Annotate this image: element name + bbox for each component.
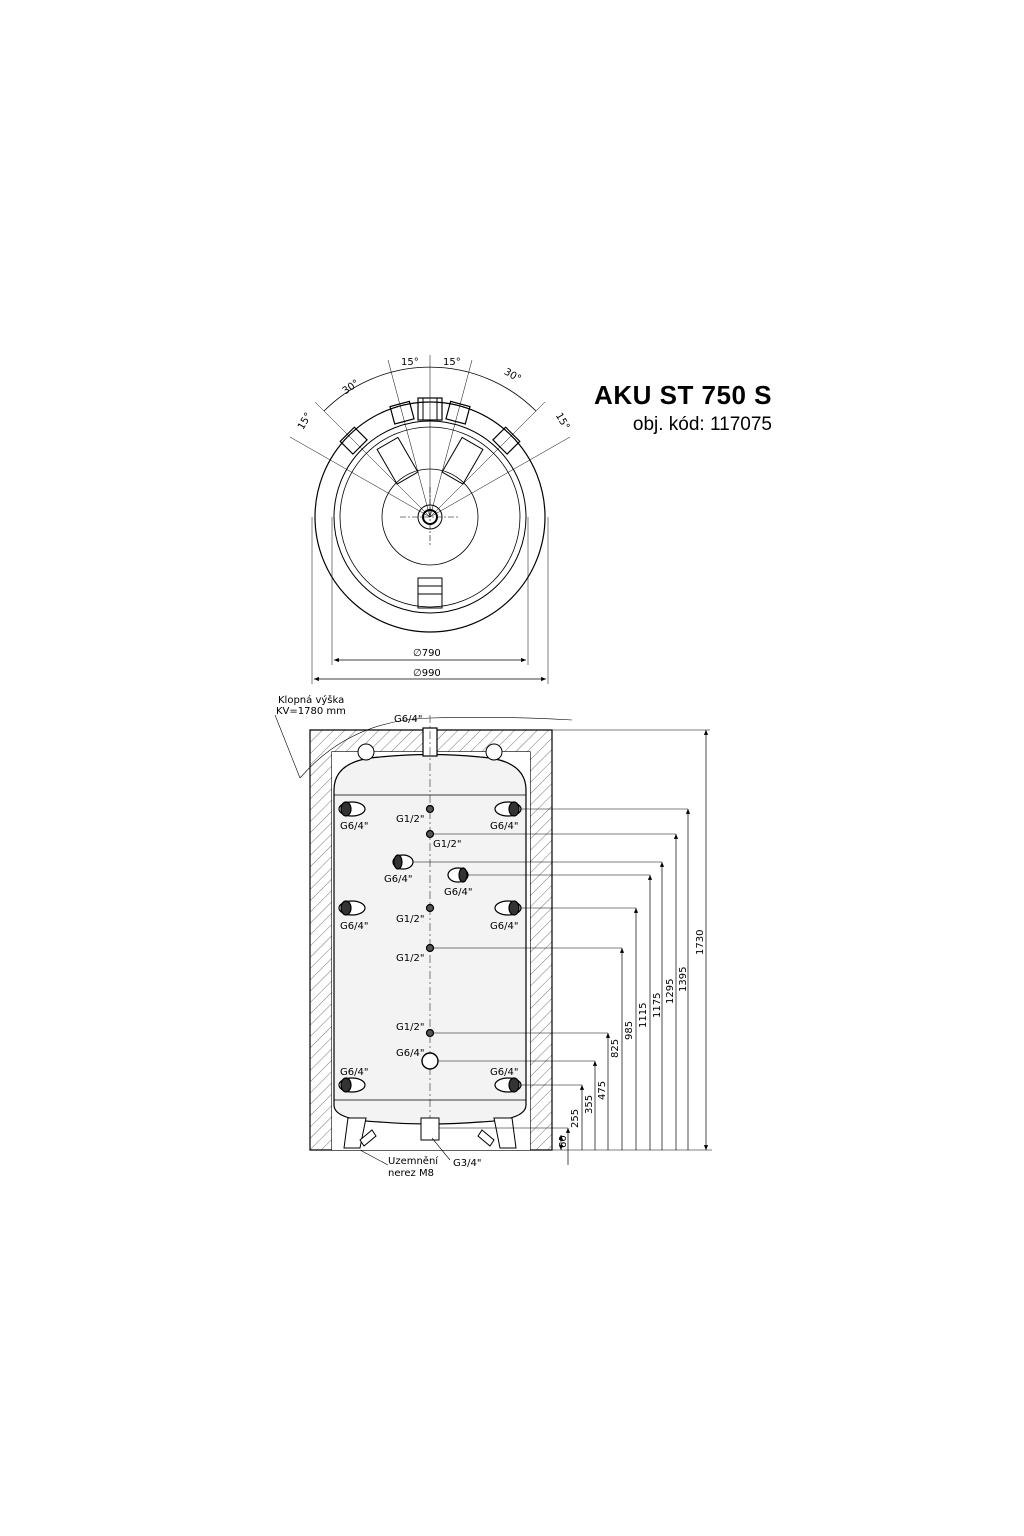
product-code: obj. kód: 117075 xyxy=(632,414,772,435)
height-dim: 255 xyxy=(570,1109,581,1128)
port-label: G6/4" xyxy=(490,821,518,832)
height-dim: 1295 xyxy=(665,979,676,1004)
port-label: G6/4" xyxy=(340,821,368,832)
height-dim: 1395 xyxy=(678,967,689,992)
tilt-height-label: Klopná výška xyxy=(278,694,344,706)
port-label: G1/2" xyxy=(396,914,424,925)
height-dim: 1730 xyxy=(695,930,706,955)
top-port-label: G6/4" xyxy=(394,714,422,725)
product-title: AKU ST 750 S obj. kód: 117075 xyxy=(594,378,772,438)
angle-label: 15° xyxy=(553,411,571,432)
height-dim: 355 xyxy=(584,1095,595,1114)
diameter-990: ∅990 xyxy=(413,668,441,679)
port-label: G1/2" xyxy=(396,814,424,825)
angle-label: 30° xyxy=(341,378,362,397)
grounding-label: Uzemnění xyxy=(388,1155,439,1167)
port-label: G6/4" xyxy=(340,921,368,932)
angle-label: 15° xyxy=(443,357,461,368)
angle-label: 15° xyxy=(401,357,419,368)
port-label: G6/4" xyxy=(384,874,412,885)
port-label: G6/4" xyxy=(490,921,518,932)
model-name: AKU ST 750 S xyxy=(594,380,772,410)
angle-label: 30° xyxy=(502,367,523,385)
diameter-790: ∅790 xyxy=(413,648,441,659)
port-label: G1/2" xyxy=(396,953,424,964)
port-label: G1/2" xyxy=(433,839,461,850)
angle-label: 15° xyxy=(296,411,314,432)
port-label: G6/4" xyxy=(444,887,472,898)
side-view xyxy=(274,714,712,1166)
height-dim: 1175 xyxy=(652,993,663,1018)
port-label: G6/4" xyxy=(396,1048,424,1059)
height-dim: 475 xyxy=(597,1081,608,1100)
port-label: G6/4" xyxy=(490,1067,518,1078)
drain-label: G3/4" xyxy=(453,1158,481,1169)
height-dim: 1115 xyxy=(638,1003,649,1028)
height-dim: 60 xyxy=(558,1135,569,1148)
port-label: G6/4" xyxy=(340,1067,368,1078)
port-label: G1/2" xyxy=(396,1022,424,1033)
height-dim: 825 xyxy=(610,1039,621,1058)
grounding-spec: nerez M8 xyxy=(388,1168,434,1179)
tilt-height-value: KV=1780 mm xyxy=(276,706,346,717)
height-dim: 985 xyxy=(624,1021,635,1040)
top-view xyxy=(289,355,571,684)
